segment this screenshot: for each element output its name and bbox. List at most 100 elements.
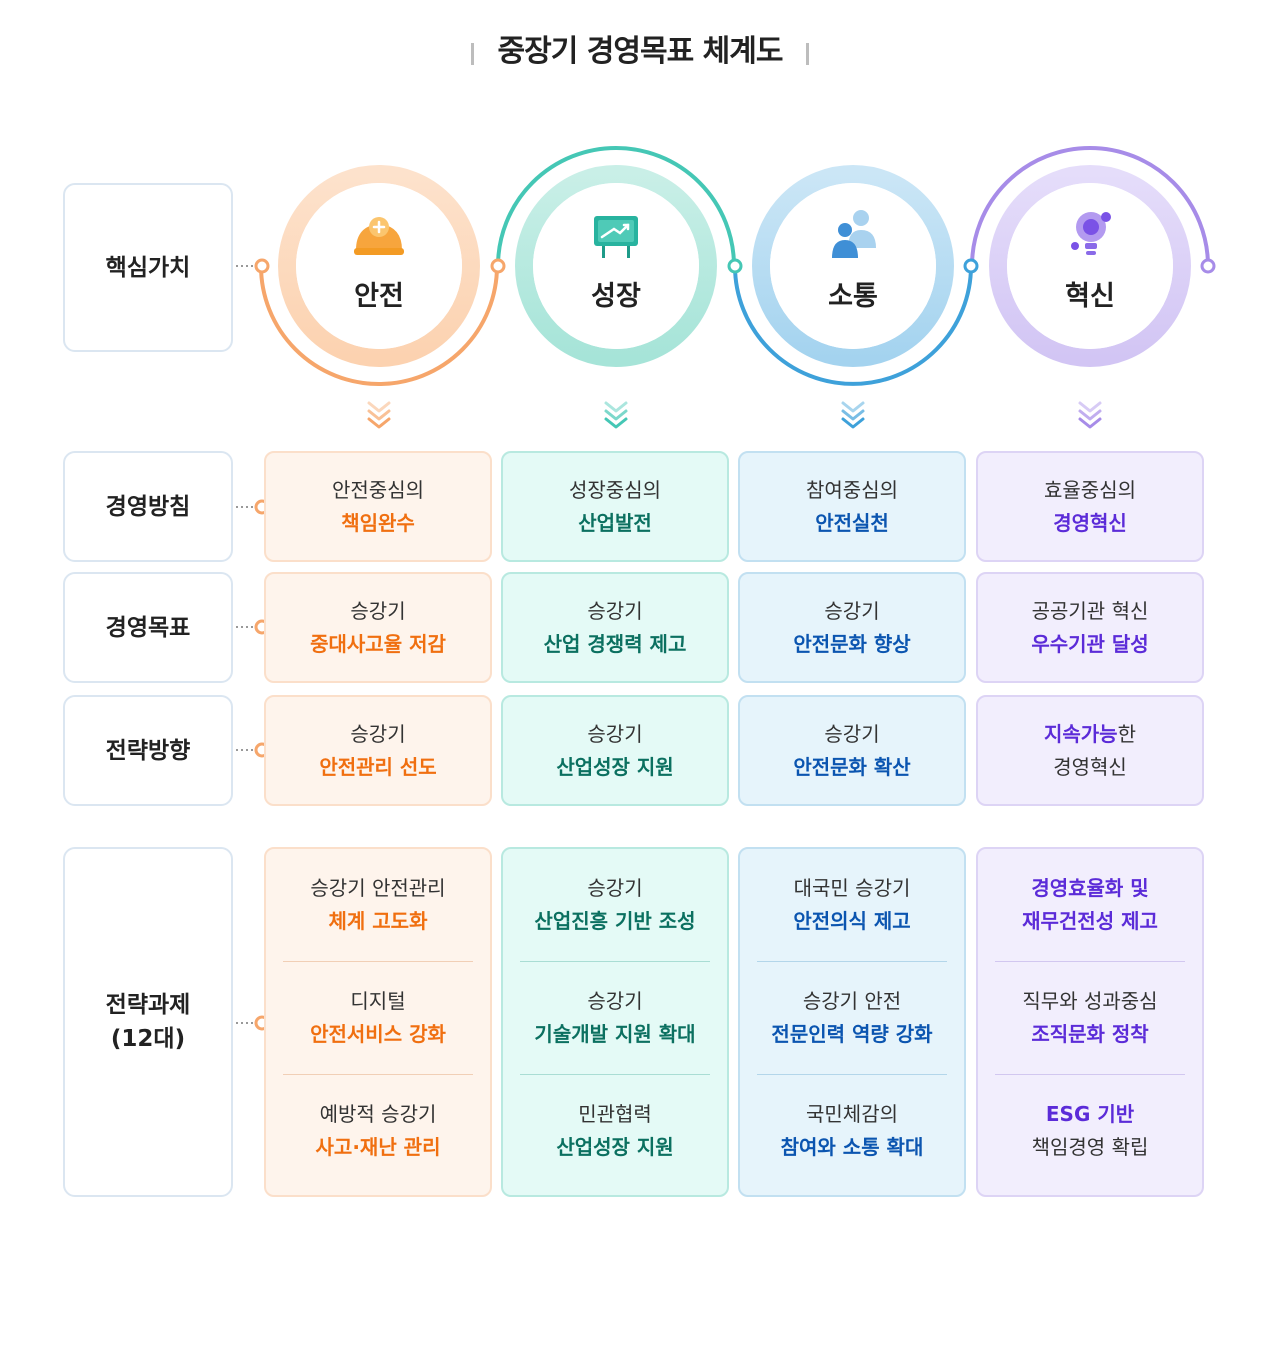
task-line1: 디지털 [350,989,406,1013]
task-divider [283,1074,473,1075]
growth-board-icon [594,216,638,258]
strategy-line2: 경영혁신 [1053,754,1127,779]
ring-safety [278,165,480,367]
policy-line2: 안전실천 [815,510,889,535]
task-line2: 산업성장 지원 [556,1135,674,1159]
label-policy-text: 경영방침 [105,493,191,520]
goal-line1: 승강기 [587,598,643,623]
policy-line2: 산업발전 [578,510,652,535]
task-line2: 전문인력 역량 강화 [771,1022,933,1046]
strategy-cell-growth: 승강기 산업성장 지원 [501,695,729,806]
title-bar-right [806,42,810,65]
task-divider [995,1074,1185,1075]
policy-line1: 성장중심의 [569,477,661,502]
task-line2: 재무건전성 제고 [1022,909,1158,933]
task-line2: 안전의식 제고 [793,909,911,933]
policy-line1: 안전중심의 [332,477,424,502]
policy-cell-safety: 안전중심의 책임완수 [264,451,492,562]
goal-line1: 승강기 [350,598,406,623]
goal-line2: 우수기관 달성 [1031,631,1149,656]
policy-line2: 경영혁신 [1053,510,1127,535]
lightbulb-icon [1071,212,1111,255]
ring-communication [752,165,954,367]
policy-cell-communication: 참여중심의 안전실천 [738,451,966,562]
task-line1: 승강기 [587,876,643,900]
task-line2: 사고·재난 관리 [315,1135,441,1159]
label-tasks: 전략과제 (12대) [63,847,233,1197]
title-block: 중장기 경영목표 체계도 [0,26,1280,70]
goal-cell-communication: 승강기 안전문화 향상 [738,572,966,683]
label-tasks-count: (12대) [110,1026,186,1052]
task-line1: 대국민 승강기 [793,876,911,900]
chevron-down-icon [367,401,1102,429]
arc-innovation [970,146,1210,267]
value-name-innovation: 혁신 [1065,281,1115,312]
strategy-cell-communication: 승강기 안전문화 확산 [738,695,966,806]
strategy-line2: 안전관리 선도 [319,754,437,779]
task-line2: 체계 고도화 [328,909,428,933]
strategy-line1-rest: 한 [1117,721,1136,746]
ring-innovation [989,165,1191,367]
task-line2: 조직문화 정착 [1031,1022,1149,1046]
task-line2: 책임경영 확립 [1031,1135,1149,1159]
label-core-values-text: 핵심가치 [105,254,191,281]
label-core-values: 핵심가치 [63,183,233,352]
policy-cell-innovation: 효율중심의 경영혁신 [976,451,1204,562]
label-policy: 경영방침 [63,451,233,562]
task-line1: 경영효율화 및 [1031,876,1149,900]
people-icon [832,210,876,258]
task-divider [283,961,473,962]
task-line1: ESG 기반 [1045,1102,1135,1126]
strategy-line2: 안전문화 확산 [793,754,911,779]
task-line2: 기술개발 지원 확대 [534,1022,696,1046]
task-divider [520,961,710,962]
goal-line2: 중대사고율 저감 [310,631,446,656]
value-name-safety: 안전 [354,281,404,312]
label-goal: 경영목표 [63,572,233,683]
task-line1: 승강기 안전 [802,989,902,1013]
label-strategy-text: 전략방향 [105,737,191,764]
task-divider [520,1074,710,1075]
page-title: 중장기 경영목표 체계도 [497,34,784,69]
policy-line1: 효율중심의 [1044,477,1136,502]
task-divider [757,1074,947,1075]
goal-line2: 안전문화 향상 [793,631,911,656]
strategy-line1: 승강기 [824,721,880,746]
policy-line1: 참여중심의 [806,477,898,502]
label-tasks-text: 전략과제 [105,992,191,1018]
task-divider [757,961,947,962]
policy-line2: 책임완수 [341,510,415,535]
strategy-line1: 승강기 [350,721,406,746]
strategy-cell-innovation: 지속가능한 경영혁신 [976,695,1204,806]
task-line1: 국민체감의 [806,1102,898,1126]
strategy-line1: 지속가능한 [1044,718,1136,751]
task-divider [995,961,1185,962]
task-line1: 승강기 [587,989,643,1013]
strategy-line1-emphasis: 지속가능 [1043,721,1118,746]
task-line1: 예방적 승강기 [319,1102,437,1126]
title-bar-left [470,42,474,65]
policy-cell-growth: 성장중심의 산업발전 [501,451,729,562]
goal-line2: 산업 경쟁력 제고 [543,631,687,656]
task-line1: 민관협력 [578,1102,652,1126]
goal-cell-innovation: 공공기관 혁신 우수기관 달성 [976,572,1204,683]
task-line2: 산업진흥 기반 조성 [534,909,696,933]
goal-line1: 승강기 [824,598,880,623]
arc-growth [496,146,736,267]
value-name-growth: 성장 [591,281,641,312]
